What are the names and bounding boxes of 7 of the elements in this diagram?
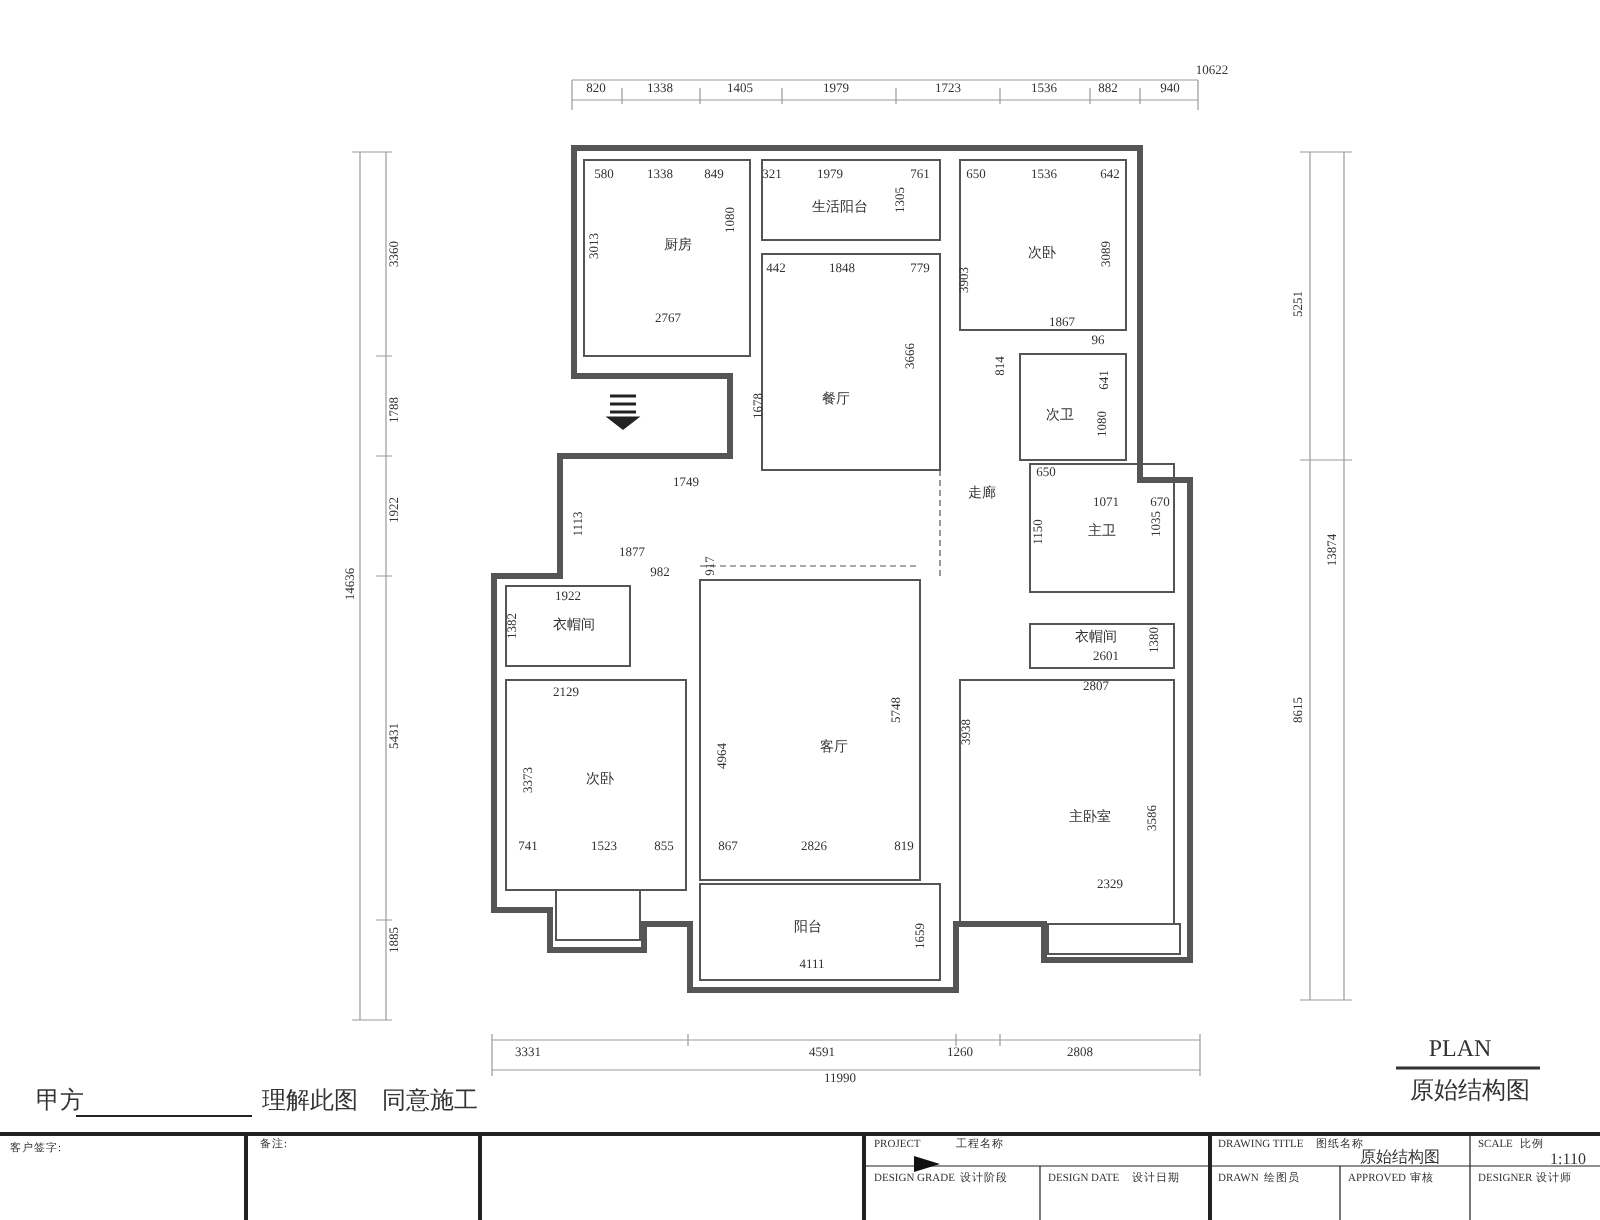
drawing-title: PLAN (1428, 1036, 1492, 1060)
approval-text: 甲方 (36, 1088, 84, 1112)
drawing-title: 原始结构图 (1410, 1078, 1530, 1102)
title-block-text: 原始结构图 (1360, 1150, 1440, 1166)
title-block-text: 1:110 (1550, 1152, 1586, 1168)
approval-text: 同意施工 (382, 1088, 478, 1112)
approval-text: 理解此图 (262, 1088, 358, 1112)
